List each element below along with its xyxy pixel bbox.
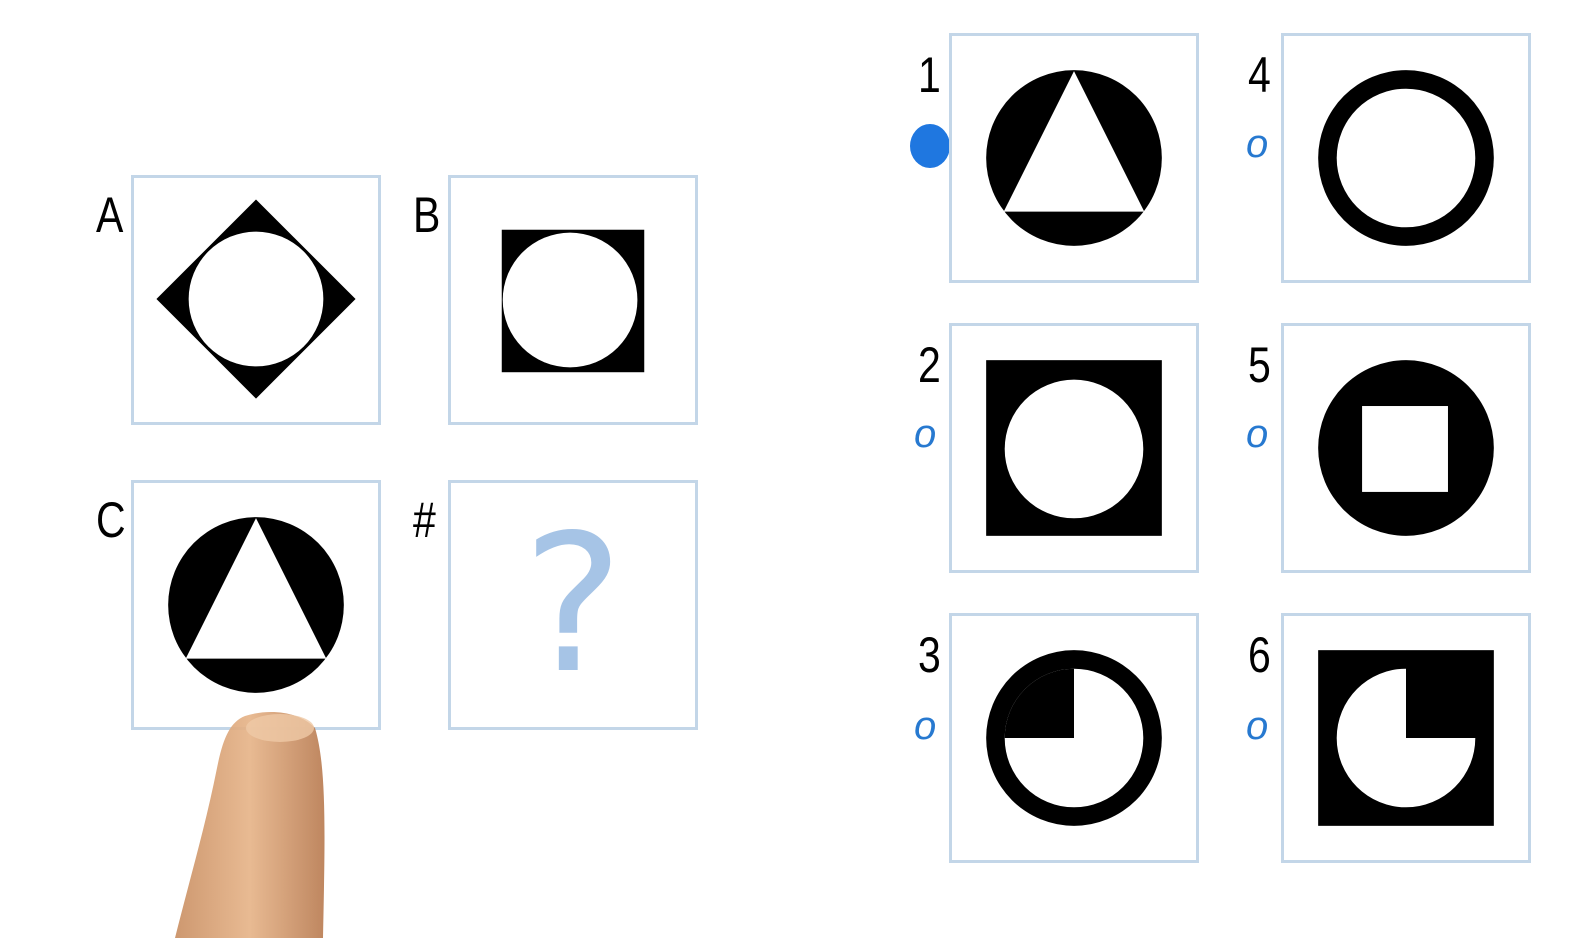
- option-5[interactable]: [1281, 323, 1531, 573]
- option-number-3: 3: [918, 627, 941, 683]
- circle-with-triangle-figure: [986, 70, 1162, 246]
- option-4-radio[interactable]: o: [1246, 122, 1269, 166]
- ring-figure: [1318, 70, 1494, 246]
- cell-missing: ?: [448, 480, 698, 730]
- option-2-radio[interactable]: o: [914, 412, 937, 456]
- option-number-4: 4: [1248, 47, 1271, 103]
- option-3[interactable]: [949, 613, 1199, 863]
- pointing-finger: [175, 712, 325, 938]
- circle-ring-with-quarter-figure: [986, 650, 1162, 826]
- cell-label-b: B: [413, 187, 441, 243]
- circle-with-triangle-figure: [168, 517, 344, 693]
- diamond-with-circle-figure: [156, 199, 356, 399]
- option-1-radio-selected[interactable]: [910, 124, 950, 168]
- option-number-5: 5: [1248, 337, 1271, 393]
- option-4[interactable]: [1281, 33, 1531, 283]
- cell-b: [448, 175, 698, 425]
- cell-label-a: A: [96, 187, 124, 243]
- cell-a: [131, 175, 381, 425]
- circle-with-square-figure: [1318, 360, 1494, 536]
- option-2[interactable]: [949, 323, 1199, 573]
- option-5-radio[interactable]: o: [1246, 412, 1269, 456]
- option-number-6: 6: [1248, 627, 1271, 683]
- square-with-circle-figure: [986, 360, 1162, 536]
- question-mark: ?: [522, 494, 624, 715]
- option-3-radio[interactable]: o: [914, 704, 937, 748]
- cell-label-c: C: [96, 492, 126, 548]
- cell-label-missing: #: [413, 492, 436, 548]
- option-number-1: 1: [918, 47, 941, 103]
- option-1[interactable]: [949, 33, 1199, 283]
- option-6[interactable]: [1281, 613, 1531, 863]
- option-6-radio[interactable]: o: [1246, 704, 1269, 748]
- cell-c: [131, 480, 381, 730]
- square-with-pacman-circle-figure: [1318, 650, 1494, 826]
- option-number-2: 2: [918, 337, 941, 393]
- square-with-circle-figure: [501, 229, 645, 373]
